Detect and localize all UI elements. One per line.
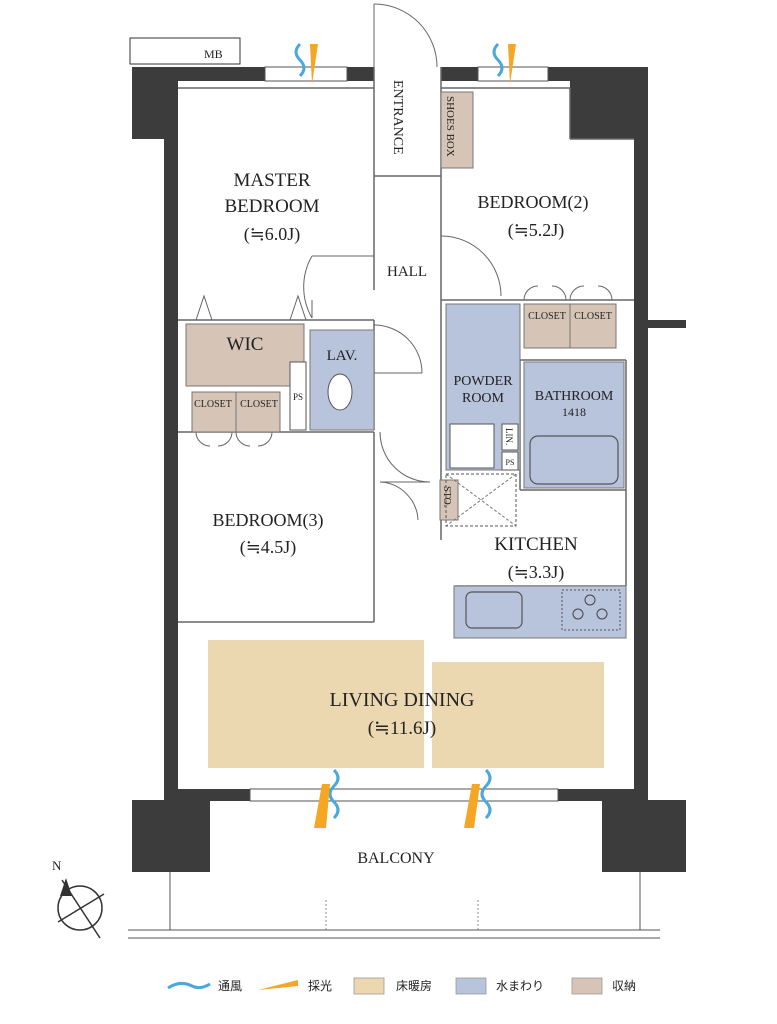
door-swings (195, 3, 613, 521)
living-dining-label: LIVING DINING (330, 689, 475, 711)
closet-label-3: CLOSET (528, 311, 566, 322)
legend-label-water: 水まわり (496, 979, 544, 993)
compass-icon (57, 885, 103, 931)
ps-box-left (289, 361, 307, 431)
legend-label-floor-heating: 床暖房 (396, 978, 432, 993)
legend-label-wind: 通風 (218, 979, 242, 993)
bedroom3-label: BEDROOM(3) (213, 510, 324, 531)
powder-room-label-1: POWDER (453, 374, 513, 389)
bedroom3-size: (≒4.5J) (240, 537, 297, 558)
lin-label: LIN. (504, 428, 514, 445)
lin-box (501, 423, 519, 451)
storage-areas (185, 91, 617, 521)
bathtub (529, 435, 619, 485)
burner-icon (596, 608, 608, 620)
laundry-pan (445, 473, 517, 527)
wic-area (185, 323, 305, 387)
shoes-box-label: SHOES BOX (444, 96, 456, 157)
kitchen-size: (≒3.3J) (508, 562, 565, 583)
closet-label-2: CLOSET (240, 399, 278, 410)
toilet-icon (327, 373, 353, 411)
master-bedroom-label-1: MASTER (233, 170, 310, 191)
light-icon (314, 784, 330, 828)
wind-icon (480, 768, 492, 820)
storage-sto (439, 479, 459, 521)
ps-label-left: PS (293, 392, 303, 402)
ventilation-light-markers (294, 42, 516, 828)
kitchen-sink (465, 591, 523, 629)
living-window (249, 788, 559, 802)
wic-label: WIC (227, 334, 264, 355)
closet-label-4: CLOSET (574, 311, 612, 322)
wind-icon (294, 42, 306, 78)
master-bedroom-label-2: BEDROOM (224, 196, 319, 217)
wind-icon (328, 768, 340, 820)
bedroom2-size: (≒5.2J) (508, 220, 565, 241)
hall-label: HALL (387, 264, 427, 280)
ps-box-right (501, 451, 519, 471)
floor-heating (208, 640, 604, 768)
floor-heating-left (208, 640, 424, 768)
washbasin (449, 423, 495, 469)
lav-label: LAV. (327, 348, 358, 364)
light-icon (258, 980, 298, 990)
bedroom2-label: BEDROOM(2) (478, 192, 589, 213)
kitchen-label: KITCHEN (494, 534, 578, 555)
living-dining-size: (≒11.6J) (368, 718, 437, 739)
burner-icon (584, 594, 596, 606)
wind-icon (167, 981, 211, 990)
legend-label-storage: 収納 (612, 979, 636, 993)
bathroom-size-label: 1418 (562, 405, 586, 419)
mb-label: MB (204, 47, 223, 61)
closet-label-1: CLOSET (194, 399, 232, 410)
legend-label-light: 採光 (308, 979, 332, 993)
light-icon (508, 44, 516, 84)
light-icon (310, 44, 318, 84)
outer-walls (132, 67, 686, 872)
water-areas (309, 303, 627, 639)
ps-label-right: PS (506, 458, 515, 467)
powder-room-label-2: ROOM (462, 391, 505, 406)
burner-icon (572, 608, 584, 620)
top-windows (264, 66, 549, 82)
sto-label: STO. (441, 486, 452, 507)
water-area-swatch (455, 977, 487, 995)
floor-heating-swatch (353, 977, 385, 995)
legend: 通風 採光 床暖房 水まわり 収納 (167, 977, 636, 995)
balcony (128, 872, 660, 939)
shoes-box (440, 91, 474, 169)
balcony-label: BALCONY (357, 850, 435, 867)
mb-box: MB (129, 37, 241, 65)
storage-swatch (571, 977, 603, 995)
light-icon (464, 784, 480, 828)
compass-north-label: N (52, 858, 62, 873)
wind-icon (492, 42, 504, 78)
master-bedroom-size: (≒6.0J) (244, 224, 301, 245)
bathroom-label: BATHROOM (535, 389, 614, 404)
floor-heating-right (432, 662, 604, 768)
compass: N (52, 858, 105, 939)
room-labels: MASTER BEDROOM (≒6.0J) BEDROOM(2) (≒5.2J… (194, 80, 614, 867)
entrance-label: ENTRANCE (390, 80, 405, 155)
stove (561, 589, 621, 631)
